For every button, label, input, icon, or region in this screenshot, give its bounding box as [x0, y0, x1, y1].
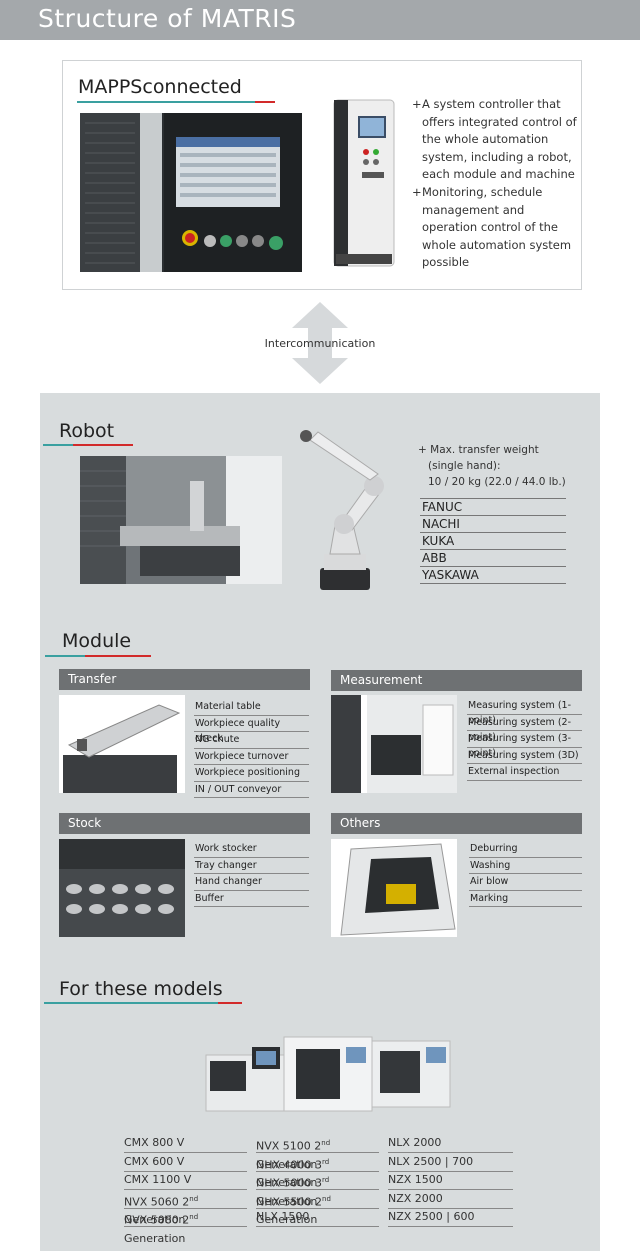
measurement-item-list: Measuring system (1-point) Measuring sys…: [467, 698, 582, 781]
double-arrow-icon: [292, 302, 348, 384]
model-cell: CMX 600 V: [124, 1153, 247, 1172]
transfer-module-photo: [59, 695, 185, 793]
module-group-header-stock: Stock: [59, 813, 310, 834]
list-item: Workpiece quality check: [194, 716, 309, 744]
models-title: For these models: [59, 978, 223, 1000]
module-group-header-others: Others: [331, 813, 582, 834]
module-title: Module: [62, 630, 132, 652]
model-cell: NVX 5060 2nd Generation: [124, 1190, 247, 1226]
list-item: Tray changer: [194, 858, 309, 874]
brand-item: NACHI: [420, 516, 566, 533]
model-cell: NZX 1500: [388, 1171, 513, 1190]
brand-item: YASKAWA: [420, 567, 566, 584]
page-title-bar: Structure of MATRIS: [0, 0, 640, 40]
model-cell: NLX 2000: [388, 1134, 513, 1153]
list-item: Air blow: [469, 874, 582, 891]
module-group-header-measurement: Measurement: [331, 670, 582, 691]
intercommunication-label: Intercommunication: [264, 337, 376, 350]
list-item: Material table: [194, 699, 309, 716]
robot-cell-photo: [80, 456, 282, 584]
mapps-bullet-1: + A system controller that offers integr…: [412, 97, 577, 181]
robot-title-underline: [43, 444, 133, 446]
list-item: Workpiece turnover: [194, 749, 309, 765]
list-item: Measuring system (3D): [467, 748, 582, 764]
model-cell: NHX 5500 2nd Generation: [256, 1190, 379, 1226]
robot-title: Robot: [59, 420, 115, 442]
brand-item: ABB: [420, 550, 566, 567]
mapps-controller-photo: [80, 113, 302, 272]
measurement-module-photo: [331, 695, 457, 793]
list-item: External inspection: [467, 764, 582, 781]
list-item: Washing: [469, 858, 582, 874]
others-item-list: Deburring Washing Air blow Marking: [469, 841, 582, 907]
model-cell: NVX 5080 2nd Generation: [124, 1208, 247, 1245]
list-item: IN / OUT conveyor: [194, 782, 309, 798]
brand-item: FANUC: [420, 499, 566, 516]
list-item: Measuring system (3-point): [467, 731, 582, 759]
model-cell: NZX 2500 | 600: [388, 1208, 513, 1227]
module-group-header-transfer: Transfer: [59, 669, 310, 690]
list-item: Deburring: [469, 841, 582, 858]
list-item: Hand changer: [194, 874, 309, 891]
list-item: Workpiece positioning: [194, 765, 309, 782]
models-table: CMX 800 V CMX 600 V CMX 1100 V NVX 5060 …: [124, 1134, 514, 1245]
list-item: Marking: [469, 891, 582, 907]
brand-item: KUKA: [420, 533, 566, 550]
list-item: NG chute: [194, 732, 309, 749]
model-cell: NHX 4000 3rd Generation: [256, 1153, 379, 1189]
module-title-underline: [45, 655, 151, 657]
mapps-cabinet-photo: [333, 99, 395, 267]
model-cell: NLX 1500: [256, 1208, 379, 1227]
robot-spec: + Max. transfer weight (single hand): 10…: [418, 444, 566, 488]
stock-module-photo: [59, 839, 185, 937]
stock-item-list: Work stocker Tray changer Hand changer B…: [194, 841, 309, 907]
list-item: Buffer: [194, 891, 309, 907]
model-cell: CMX 1100 V: [124, 1171, 247, 1190]
list-item: Measuring system (2-point): [467, 715, 582, 743]
mapps-bullet-2: + Monitoring, schedule management and op…: [412, 185, 572, 269]
mapps-title: MAPPSconnected: [78, 76, 242, 98]
machine-models-photo: [205, 1036, 451, 1112]
others-module-photo: [331, 839, 457, 937]
model-cell: NHX 5000 3rd Generation: [256, 1171, 379, 1208]
model-cell: NLX 2500 | 700: [388, 1153, 513, 1172]
page-title: Structure of MATRIS: [38, 4, 297, 33]
list-item: Measuring system (1-point): [467, 698, 582, 726]
models-title-underline: [44, 1002, 242, 1004]
mapps-title-underline: [77, 101, 275, 103]
robot-arm-photo: [300, 430, 384, 590]
model-cell: NVX 5100 2nd Generation: [256, 1134, 379, 1171]
model-cell: NZX 2000: [388, 1190, 513, 1209]
model-cell: CMX 800 V: [124, 1134, 247, 1153]
list-item: Work stocker: [194, 841, 309, 858]
transfer-item-list: Material table Workpiece quality check N…: [194, 699, 309, 798]
robot-brand-list: FANUC NACHI KUKA ABB YASKAWA: [420, 498, 566, 584]
